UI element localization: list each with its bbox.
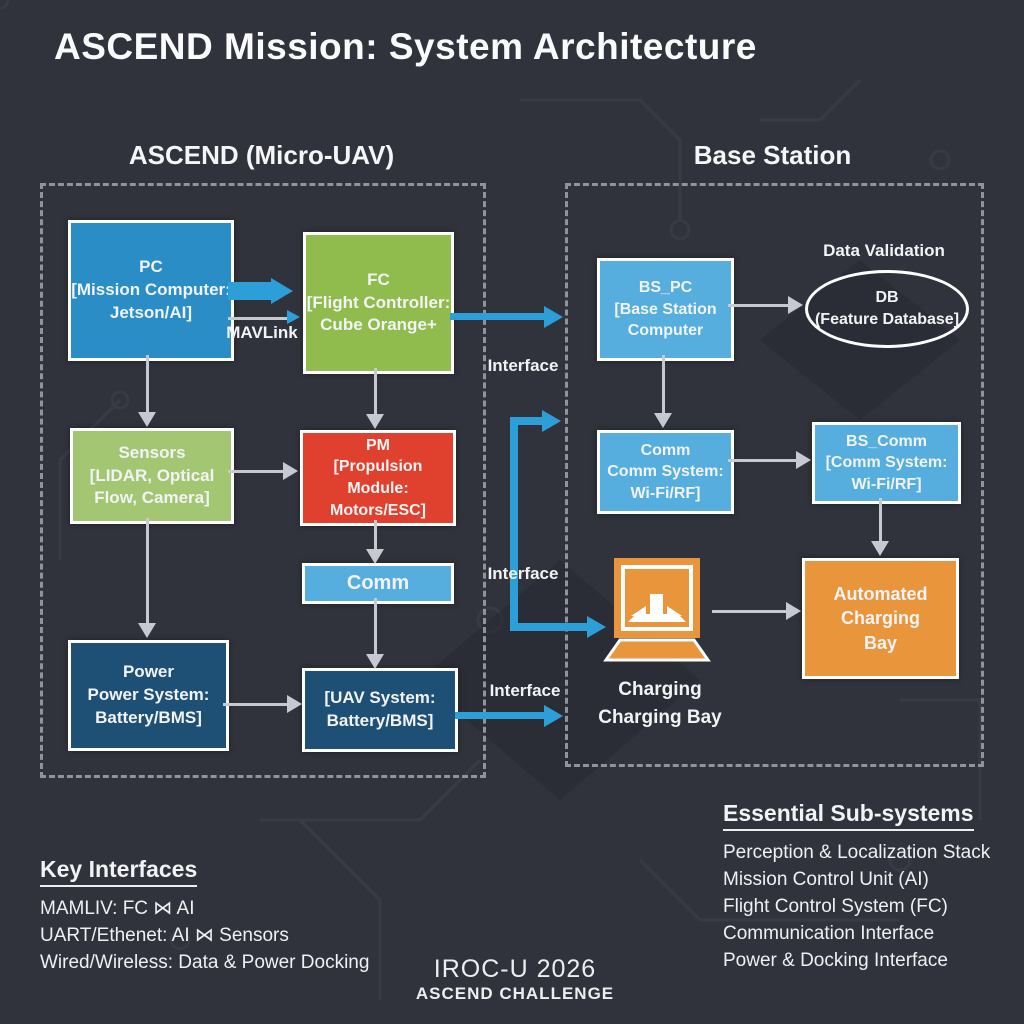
- node-uav-system-battery[interactable]: [UAV System: Battery/BMS]: [302, 668, 458, 752]
- node-bs-pc[interactable]: BS_PC [Base Station Computer: [597, 258, 734, 361]
- node-fc-flight-controller[interactable]: FC [Flight Controller: Cube Orange+: [303, 232, 454, 374]
- edge-bscomm-autobay: [879, 498, 882, 542]
- essential-subsystems-heading: Essential Sub-systems: [723, 800, 974, 831]
- section-header-uav: ASCEND (Micro-UAV): [128, 140, 395, 170]
- page-title: ASCEND Mission: System Architecture: [54, 26, 757, 67]
- interface-trunk-top-arrowhead: [542, 410, 561, 432]
- edge-comm-uavsys-arrowhead: [366, 654, 384, 669]
- footer-event-block: IROC-U 2026 ASCEND CHALLENGE: [375, 955, 655, 1004]
- edge-commsys-bscomm-arrowhead: [796, 451, 811, 469]
- key-interface-item: Wired/Wireless: Data & Power Docking: [40, 952, 370, 973]
- uav-group-frame: [40, 183, 486, 778]
- node-automated-charging-bay[interactable]: Automated Charging Bay: [802, 558, 959, 679]
- charging-bay-label: Charging Charging Bay: [598, 679, 722, 728]
- edge-pc-fc-thick: [228, 282, 272, 300]
- edge-fc-pm-arrowhead: [366, 414, 384, 429]
- interface-trunk-bottom-branch: [510, 623, 588, 631]
- event-subtitle: ASCEND CHALLENGE: [415, 984, 615, 1003]
- data-validation-label: Data Validation: [823, 241, 945, 260]
- edge-laptop-autobay: [712, 610, 787, 613]
- edge-pm-comm: [374, 520, 377, 550]
- node-bs-comm[interactable]: BS_Comm [Comm System: Wi-Fi/RF]: [812, 422, 961, 504]
- edge-fc-basestation: [450, 313, 545, 320]
- node-db-feature-database[interactable]: DB (Feature Database]: [805, 270, 969, 348]
- essential-subsystems-block: Essential Sub-systems Perception & Local…: [723, 800, 1013, 974]
- edge-sensors-power-arrowhead: [138, 623, 156, 638]
- node-pc-mission-computer[interactable]: PC [Mission Computer: Jetson/AI]: [68, 220, 234, 361]
- edge-comm-uavsys: [374, 598, 377, 655]
- interface-label-top: Interface: [487, 356, 559, 375]
- key-interface-item: MAMLIV: FC ⋈ AI: [40, 898, 195, 919]
- edge-sensors-power: [146, 518, 149, 624]
- node-comm-system[interactable]: Comm Comm System: Wi-Fi/RF]: [597, 430, 734, 514]
- edge-pm-comm-arrowhead: [366, 549, 384, 564]
- key-interfaces-heading: Key Interfaces: [40, 856, 198, 887]
- node-comm[interactable]: Comm: [302, 563, 454, 604]
- node-pm-propulsion[interactable]: PM [Propulsion Module: Motors/ESC]: [300, 430, 456, 526]
- edge-uavsys-basestation-arrowhead: [544, 705, 563, 727]
- edge-bspc-commsys: [662, 355, 665, 414]
- node-sensors[interactable]: Sensors [LIDAR, Optical Flow, Camera]: [70, 428, 234, 524]
- edge-pc-fc-mavlink-arrowhead: [287, 310, 300, 324]
- mavlink-label: MAVLink: [226, 323, 298, 342]
- edge-pc-fc-mavlink: [228, 317, 288, 320]
- essential-item: Mission Control Unit (AI): [723, 869, 929, 890]
- key-interface-item: UART/Ethenet: AI ⋈ Sensors: [40, 925, 289, 946]
- edge-commsys-bscomm: [728, 459, 797, 462]
- event-name: IROC-U 2026: [433, 955, 597, 983]
- edge-fc-pm: [374, 368, 377, 415]
- edge-power-uavsys: [223, 703, 288, 706]
- interface-label-bottom: Interface: [489, 681, 561, 700]
- edge-fc-basestation-arrowhead: [544, 306, 563, 328]
- essential-item: Flight Control System (FC): [723, 896, 948, 917]
- interface-trunk-top-branch: [510, 417, 543, 425]
- edge-pc-sensors: [146, 355, 149, 413]
- edge-pc-fc-arrowhead: [271, 278, 293, 304]
- interface-trunk-line: [510, 417, 518, 631]
- edge-pc-sensors-arrowhead: [138, 412, 156, 427]
- edge-bscomm-autobay-arrowhead: [871, 541, 889, 556]
- essential-item: Power & Docking Interface: [723, 950, 948, 971]
- edge-uavsys-basestation: [455, 712, 545, 719]
- key-interfaces-block: Key Interfaces MAMLIV: FC ⋈ AI UART/Ethe…: [40, 856, 460, 976]
- interface-label-mid: Interface: [487, 564, 559, 583]
- base-station-group-frame: [565, 183, 984, 767]
- edge-bspc-db: [728, 304, 789, 307]
- edge-laptop-autobay-arrowhead: [786, 602, 801, 620]
- essential-item: Perception & Localization Stack: [723, 842, 991, 863]
- charging-laptop-icon[interactable]: [598, 556, 714, 666]
- edge-bspc-db-arrowhead: [788, 296, 803, 314]
- section-header-base-station: Base Station: [693, 140, 852, 170]
- essential-item: Communication Interface: [723, 923, 935, 944]
- edge-sensors-pm-arrowhead: [283, 462, 298, 480]
- edge-sensors-pm: [228, 470, 284, 473]
- node-power-system[interactable]: Power Power System: Battery/BMS]: [68, 640, 229, 751]
- interface-trunk-bottom-arrowhead: [587, 616, 606, 638]
- edge-bspc-commsys-arrowhead: [654, 413, 672, 428]
- edge-power-uavsys-arrowhead: [287, 695, 302, 713]
